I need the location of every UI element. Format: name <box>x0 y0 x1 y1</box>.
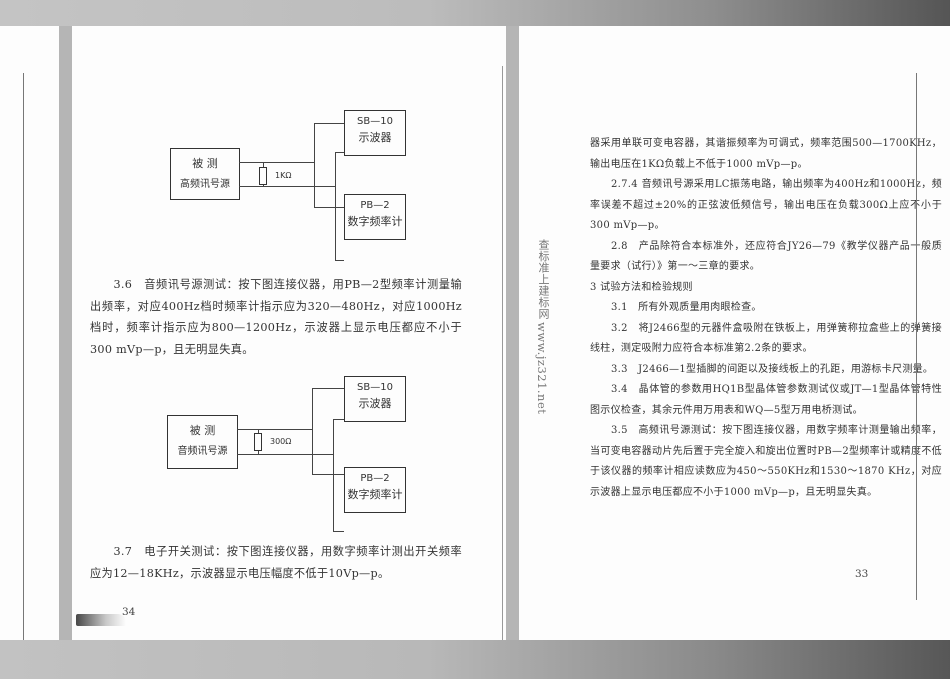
page-number: 33 <box>855 568 869 580</box>
resistor-icon <box>254 433 262 451</box>
scan-artifact <box>76 614 126 626</box>
page-gap <box>506 26 519 640</box>
paragraph: 3.3 J2466—1型插脚的间距以及接线板上的孔距，用游标卡尺测量。 <box>611 363 934 375</box>
frequency-counter-box: PB—2 数字频率计 <box>344 194 406 240</box>
viewer-top-band <box>0 0 950 26</box>
section-3-7: 3.7 电子开关测试：按下图连接仪器，用数字频率计测出开关频率应为12—18KH… <box>90 545 462 580</box>
page-number: 34 <box>122 606 136 618</box>
page-border-line <box>23 73 24 640</box>
page-border-line <box>916 73 917 600</box>
paragraph: 3.4 晶体管的参数用HQ1B型晶体管参数测试仪或JT—1型晶体管特性图示仪检查… <box>590 384 942 416</box>
paragraph: 2.7.4 音频讯号源采用LC振荡电路，输出频率为400Hz和1000Hz，频率… <box>590 179 942 231</box>
oscilloscope-box: SB—10 示波器 <box>344 376 406 422</box>
right-page-body: 器采用单联可变电容器，其谐振频率为可调式，频率范围500—1700KHz，输出电… <box>590 134 942 503</box>
circuit-diagram-audio-source: 被 测 音频讯号源 300Ω SB—10 示波器 PB—2 数字频率计 <box>72 26 506 566</box>
frequency-counter-box: PB—2 数字频率计 <box>344 467 406 513</box>
section-3-6: 3.6 音频讯号源测试：按下图连接仪器，用PB—2型频率计测量输出频率，对应40… <box>90 278 462 356</box>
circuit-diagram-hf-source: 被 测 高频讯号源 1KΩ SB—10 示波器 PB—2 数字频率计 <box>72 26 506 266</box>
paragraph: 3.1 所有外观质量用肉眼检查。 <box>611 302 762 313</box>
page-33: 查标准上建标网 www.jz321.net 器采用单联可变电容器，其谐振频率为可… <box>519 26 950 640</box>
paragraph: 3.2 将J2466型的元器件盒吸附在铁板上，用弹簧称拉盒些上的弹簧接线柱，测定… <box>590 322 942 355</box>
previous-page-edge <box>0 26 59 640</box>
resistor-icon <box>259 167 267 185</box>
oscilloscope-box: SB—10 示波器 <box>344 110 406 156</box>
page-gap <box>59 26 72 640</box>
page-34: 被 测 高频讯号源 1KΩ SB—10 示波器 PB—2 数字频率计 3.6 音… <box>72 26 506 640</box>
dut-source-box: 被 测 高频讯号源 <box>170 148 240 200</box>
watermark-url: www.jz321.net <box>535 322 549 415</box>
paragraph: 2.8 产品除符合本标准外，还应符合JY26—79《教学仪器产品一般质量要求（试… <box>590 240 942 273</box>
viewer-bottom-band <box>0 640 950 679</box>
dut-source-box: 被 测 音频讯号源 <box>167 415 238 469</box>
paragraph: 器采用单联可变电容器，其谐振频率为可调式，频率范围500—1700KHz，输出电… <box>590 138 942 170</box>
page-border-line <box>502 66 503 640</box>
section-heading: 3 试验方法和检验规则 <box>590 281 693 293</box>
paragraph: 3.5 高频讯号源测试：按下图连接仪器，用数字频率计测量输出频率，当可变电容器动… <box>590 425 942 498</box>
watermark-site-name: 查标准上建标网 <box>537 239 550 320</box>
